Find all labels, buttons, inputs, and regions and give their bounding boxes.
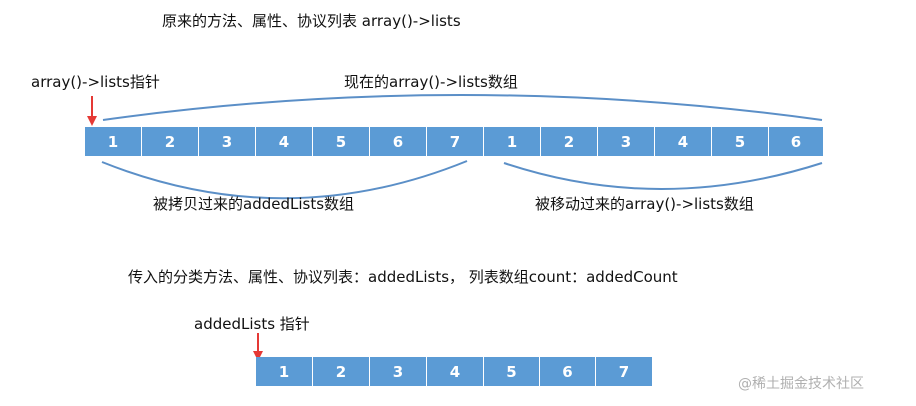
array-cell: 4 — [655, 127, 712, 156]
bottom-pointer-arrow-icon — [253, 333, 263, 361]
array-cell: 1 — [484, 127, 541, 156]
top-array: 1 2 3 4 5 6 7 1 2 3 4 5 6 — [85, 127, 823, 156]
current-array-arc — [102, 94, 823, 121]
moved-arc — [503, 162, 823, 190]
array-cell: 2 — [541, 127, 598, 156]
copied-arc — [101, 160, 468, 200]
array-cell: 5 — [313, 127, 370, 156]
array-cell: 4 — [427, 357, 484, 386]
bottom-array: 1 2 3 4 5 6 7 — [256, 357, 652, 386]
array-cell: 3 — [370, 357, 427, 386]
array-cell: 6 — [540, 357, 596, 386]
current-array-label: 现在的array()->lists数组 — [344, 73, 518, 91]
top-pointer-arrow-icon — [87, 96, 97, 126]
bottom-pointer-label: addedLists 指针 — [194, 315, 310, 333]
array-cell: 3 — [199, 127, 256, 156]
moved-array-label: 被移动过来的array()->lists数组 — [535, 195, 754, 213]
array-cell: 7 — [427, 127, 484, 156]
array-cell: 1 — [256, 357, 313, 386]
array-cell: 6 — [769, 127, 823, 156]
diagram-title: 原来的方法、属性、协议列表 array()->lists — [162, 12, 461, 30]
array-cell: 2 — [142, 127, 199, 156]
array-cell: 5 — [712, 127, 769, 156]
copied-array-label: 被拷贝过来的addedLists数组 — [153, 195, 355, 213]
array-cell: 7 — [596, 357, 652, 386]
array-cell: 3 — [598, 127, 655, 156]
array-cell: 2 — [313, 357, 370, 386]
array-cell: 1 — [85, 127, 142, 156]
array-cell: 5 — [484, 357, 540, 386]
top-pointer-label: array()->lists指针 — [31, 73, 160, 91]
array-cell: 6 — [370, 127, 427, 156]
bottom-description: 传入的分类方法、属性、协议列表：addedLists， 列表数组count：ad… — [128, 268, 678, 286]
array-cell: 4 — [256, 127, 313, 156]
watermark: @稀土掘金技术社区 — [738, 376, 864, 392]
